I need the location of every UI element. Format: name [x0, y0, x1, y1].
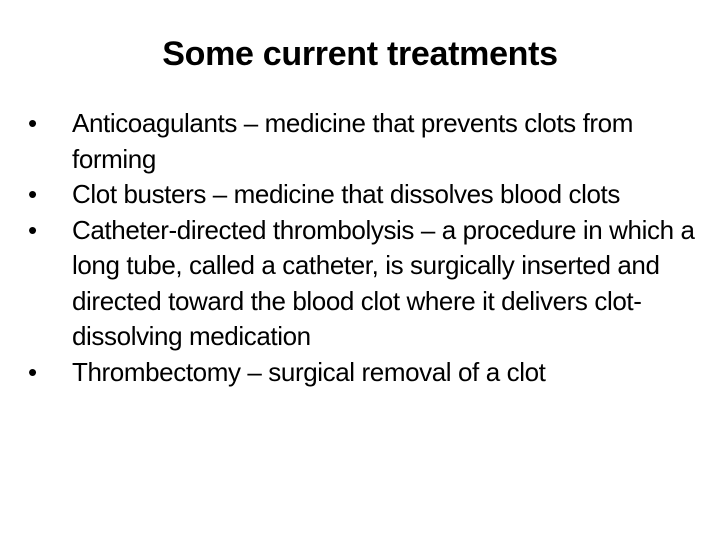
- bullet-item-thrombectomy: • Thrombectomy – surgical removal of a c…: [28, 355, 698, 391]
- bullet-text: Anticoagulants – medicine that prevents …: [72, 108, 633, 174]
- bullet-dot-icon: •: [28, 214, 37, 245]
- bullet-dot-icon: •: [28, 108, 37, 138]
- slide-title: Some current treatments: [162, 35, 558, 73]
- bullet-list: • Anticoagulants – medicine that prevent…: [28, 106, 698, 390]
- bullet-text: Catheter-directed thrombolysis – a proce…: [72, 214, 695, 352]
- bullet-text: Clot busters – medicine that dissolves b…: [72, 179, 620, 209]
- bullet-dot-icon: •: [28, 179, 37, 209]
- bullet-text: Thrombectomy – surgical removal of a clo…: [72, 356, 546, 387]
- bullet-item-anticoagulants: • Anticoagulants – medicine that prevent…: [28, 106, 698, 177]
- bullet-item-thrombolysis: • Catheter-directed thrombolysis – a pro…: [28, 213, 698, 355]
- bullet-dot-icon: •: [28, 356, 37, 387]
- bullet-item-clot-busters: • Clot busters – medicine that dissolves…: [28, 177, 698, 213]
